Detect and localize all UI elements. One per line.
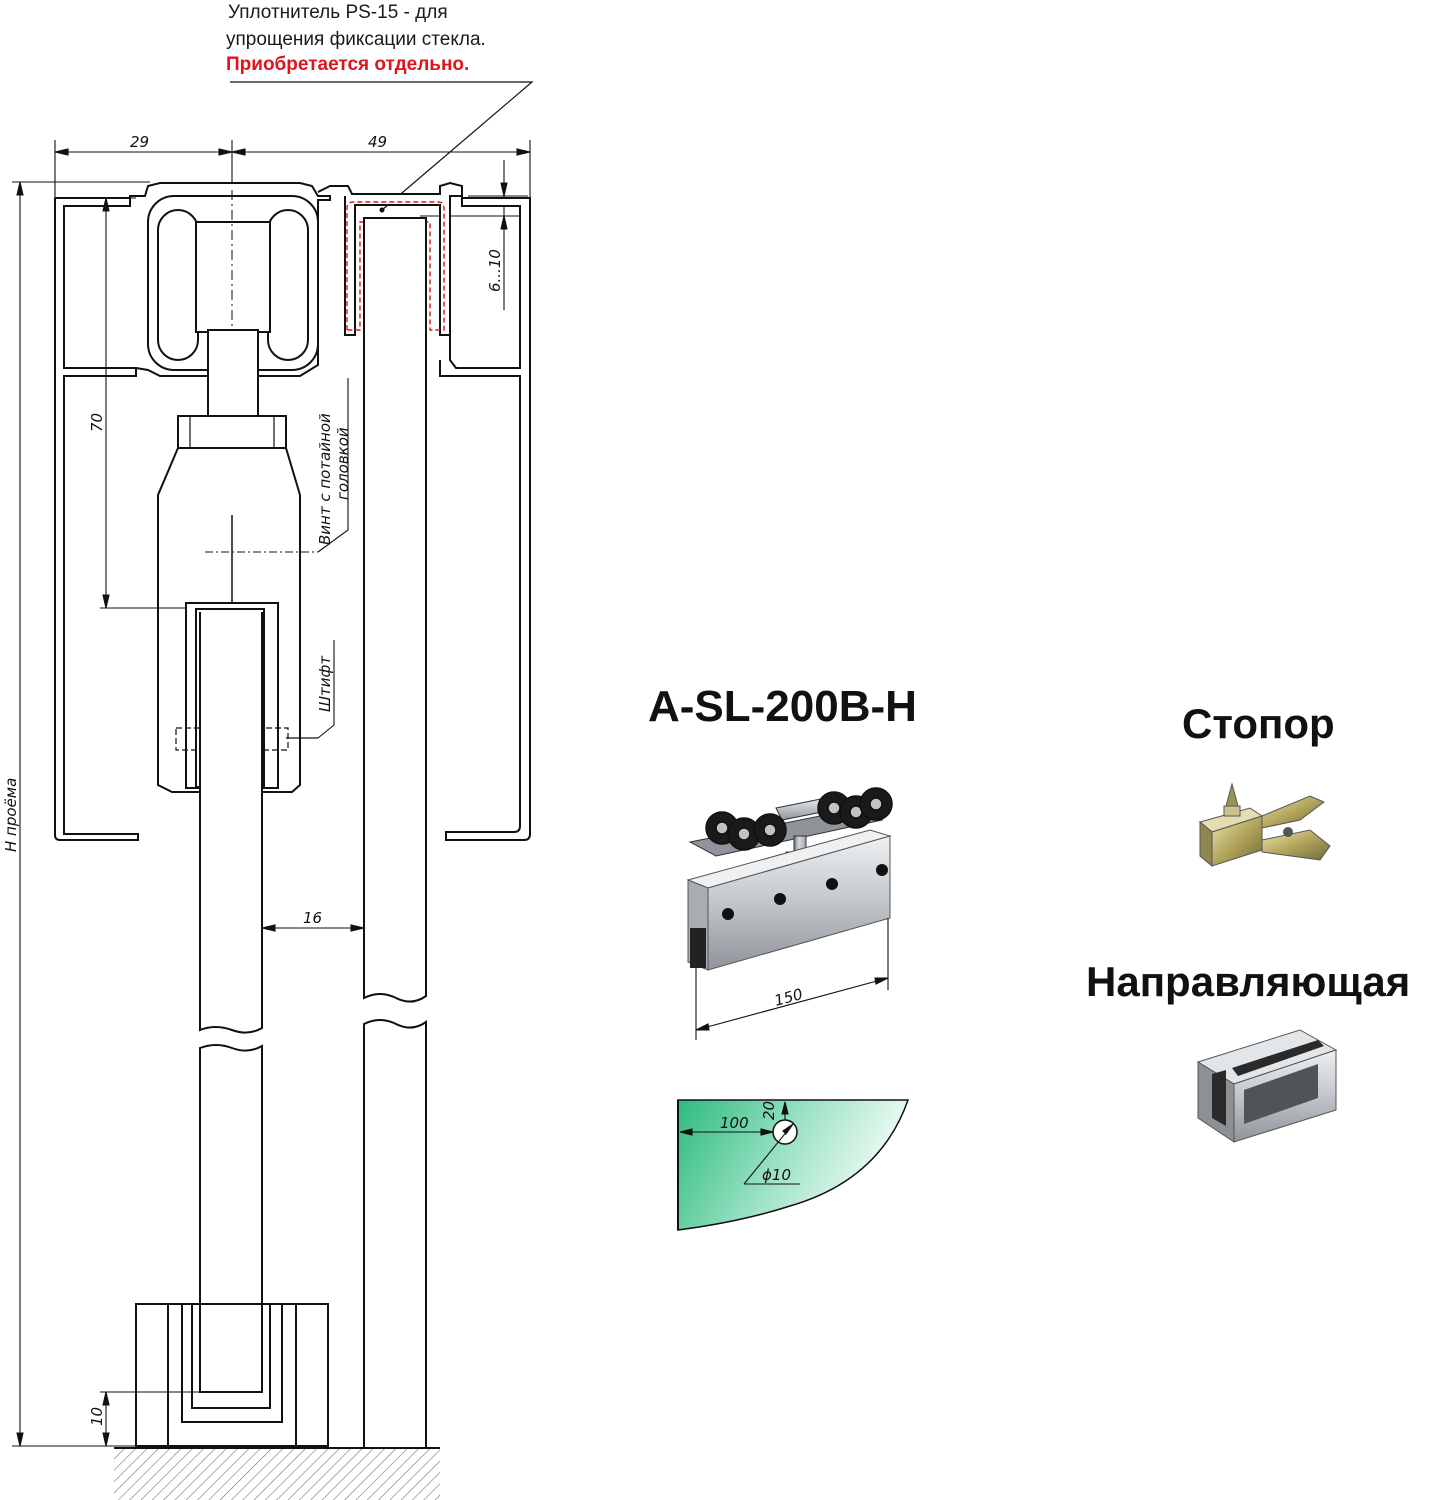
dimension-70: 70 bbox=[88, 413, 106, 432]
pin-callout: Штифт bbox=[316, 655, 334, 712]
glass-hole-diagram bbox=[677, 1099, 910, 1231]
guide-title: Направляющая bbox=[1086, 958, 1411, 1005]
roller-product-image bbox=[686, 787, 893, 1040]
seal-note-line1: Уплотнитель PS-15 - для bbox=[228, 2, 448, 23]
dimension-10-lines bbox=[100, 1391, 200, 1447]
dimension-100: 100 bbox=[720, 1114, 749, 1132]
dimension-h-lines bbox=[12, 181, 150, 1447]
dimension-top bbox=[54, 140, 531, 198]
dimension-49: 49 bbox=[368, 133, 387, 151]
seal-note-line3: Приобретается отдельно. bbox=[226, 54, 469, 75]
floor-hatch bbox=[114, 1448, 440, 1500]
model-title: A-SL-200B-H bbox=[648, 682, 917, 731]
dimension-150: 150 bbox=[772, 985, 804, 1010]
dimension-phi10: ϕ10 bbox=[762, 1166, 791, 1184]
seal-ps15 bbox=[346, 201, 445, 331]
glass-panel-fixed bbox=[363, 217, 427, 1449]
seal-leader-line bbox=[230, 81, 534, 211]
screw-callout-line1: Винт с потайной bbox=[316, 413, 334, 545]
dimension-16-lines bbox=[261, 924, 365, 932]
guide-image bbox=[1196, 1029, 1338, 1143]
dimension-10: 10 bbox=[88, 1407, 106, 1426]
stopper-title: Стопор bbox=[1182, 700, 1335, 747]
dimension-70-lines bbox=[100, 197, 186, 609]
seal-note-line2: упрощения фиксации стекла. bbox=[226, 29, 486, 50]
dimension-16: 16 bbox=[303, 909, 322, 927]
dimension-20: 20 bbox=[760, 1101, 778, 1120]
dimension-29: 29 bbox=[130, 133, 149, 151]
dimension-6-10: 6...10 bbox=[486, 249, 504, 292]
stopper-image bbox=[1198, 782, 1331, 868]
screw-callout-line2: головкой bbox=[334, 427, 352, 500]
dimension-6-10-lines bbox=[420, 160, 528, 310]
dimension-h-opening: H проёма bbox=[2, 778, 20, 852]
glass-panel-moving bbox=[199, 612, 263, 1393]
roller-housing bbox=[147, 195, 319, 371]
